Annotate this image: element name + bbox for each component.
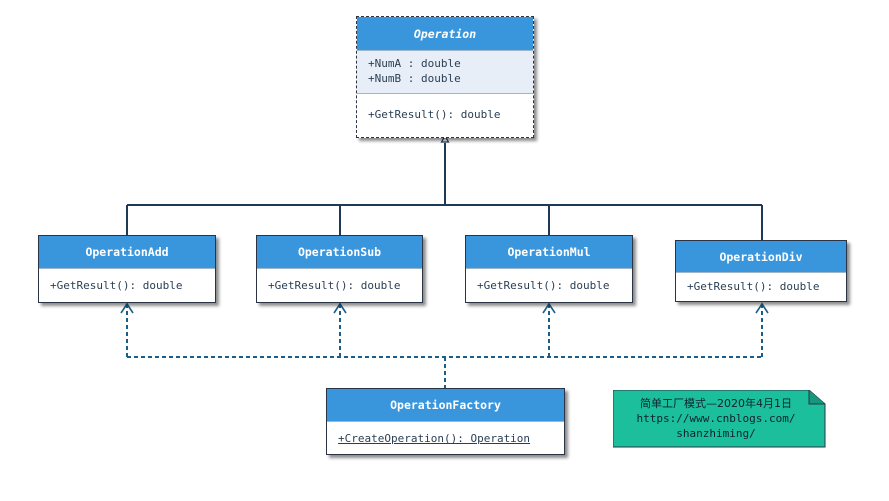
class-operation-add-name: OperationAdd — [39, 236, 215, 268]
attribute-num-b: +NumB : double — [368, 72, 461, 85]
dependency-arrowhead-sub — [333, 302, 347, 314]
class-operation-sub[interactable]: OperationSub +GetResult(): double — [256, 235, 423, 303]
method-get-result: +GetResult(): double — [50, 279, 183, 292]
class-operation-add-methods: +GetResult(): double — [39, 268, 215, 302]
note-line-path: shanzhiming/ — [676, 427, 756, 440]
note-line-url: https://www.cnblogs.com/ — [636, 412, 796, 425]
class-operation-factory-name: OperationFactory — [327, 389, 564, 421]
method-create-operation: +CreateOperation(): Operation — [338, 432, 531, 445]
class-operation-div[interactable]: OperationDiv +GetResult(): double — [675, 240, 847, 302]
note-shape — [613, 390, 826, 448]
method-get-result: +GetResult(): double — [477, 279, 610, 292]
method-get-result: +GetResult(): double — [687, 280, 820, 293]
note-line-title: 简单工厂模式—2020年4月1日 — [640, 397, 792, 410]
class-operation-div-name: OperationDiv — [676, 241, 846, 272]
diagram-note[interactable]: 简单工厂模式—2020年4月1日 https://www.cnblogs.com… — [613, 390, 827, 449]
dependency-arrowhead-mul — [542, 302, 556, 314]
class-operation-factory-methods: +CreateOperation(): Operation — [327, 421, 564, 454]
class-operation-sub-methods: +GetResult(): double — [257, 268, 422, 302]
class-operation-mul-methods: +GetResult(): double — [466, 268, 632, 302]
dependency-arrowhead-div — [755, 302, 769, 314]
class-operation-mul-name: OperationMul — [466, 236, 632, 268]
class-operation-mul[interactable]: OperationMul +GetResult(): double — [465, 235, 633, 303]
attribute-num-a: +NumA : double — [368, 57, 461, 70]
class-operation-factory[interactable]: OperationFactory +CreateOperation(): Ope… — [326, 388, 565, 455]
dependency-connectors — [126, 305, 763, 389]
class-operation-methods: +GetResult(): double — [357, 93, 533, 137]
class-operation-add[interactable]: OperationAdd +GetResult(): double — [38, 235, 216, 303]
inheritance-connectors — [126, 143, 763, 241]
class-operation-div-methods: +GetResult(): double — [676, 272, 846, 301]
method-get-result: +GetResult(): double — [368, 108, 501, 121]
class-operation-sub-name: OperationSub — [257, 236, 422, 268]
dependency-arrowhead-add — [120, 302, 134, 314]
class-operation[interactable]: Operation +NumA : double +NumB : double … — [356, 16, 534, 138]
dependency-arrowheads — [120, 302, 769, 314]
class-operation-name: Operation — [357, 17, 533, 50]
note-text: 简单工厂模式—2020年4月1日 https://www.cnblogs.com… — [613, 396, 819, 441]
method-get-result: +GetResult(): double — [268, 279, 401, 292]
class-operation-attributes: +NumA : double +NumB : double — [357, 50, 533, 93]
